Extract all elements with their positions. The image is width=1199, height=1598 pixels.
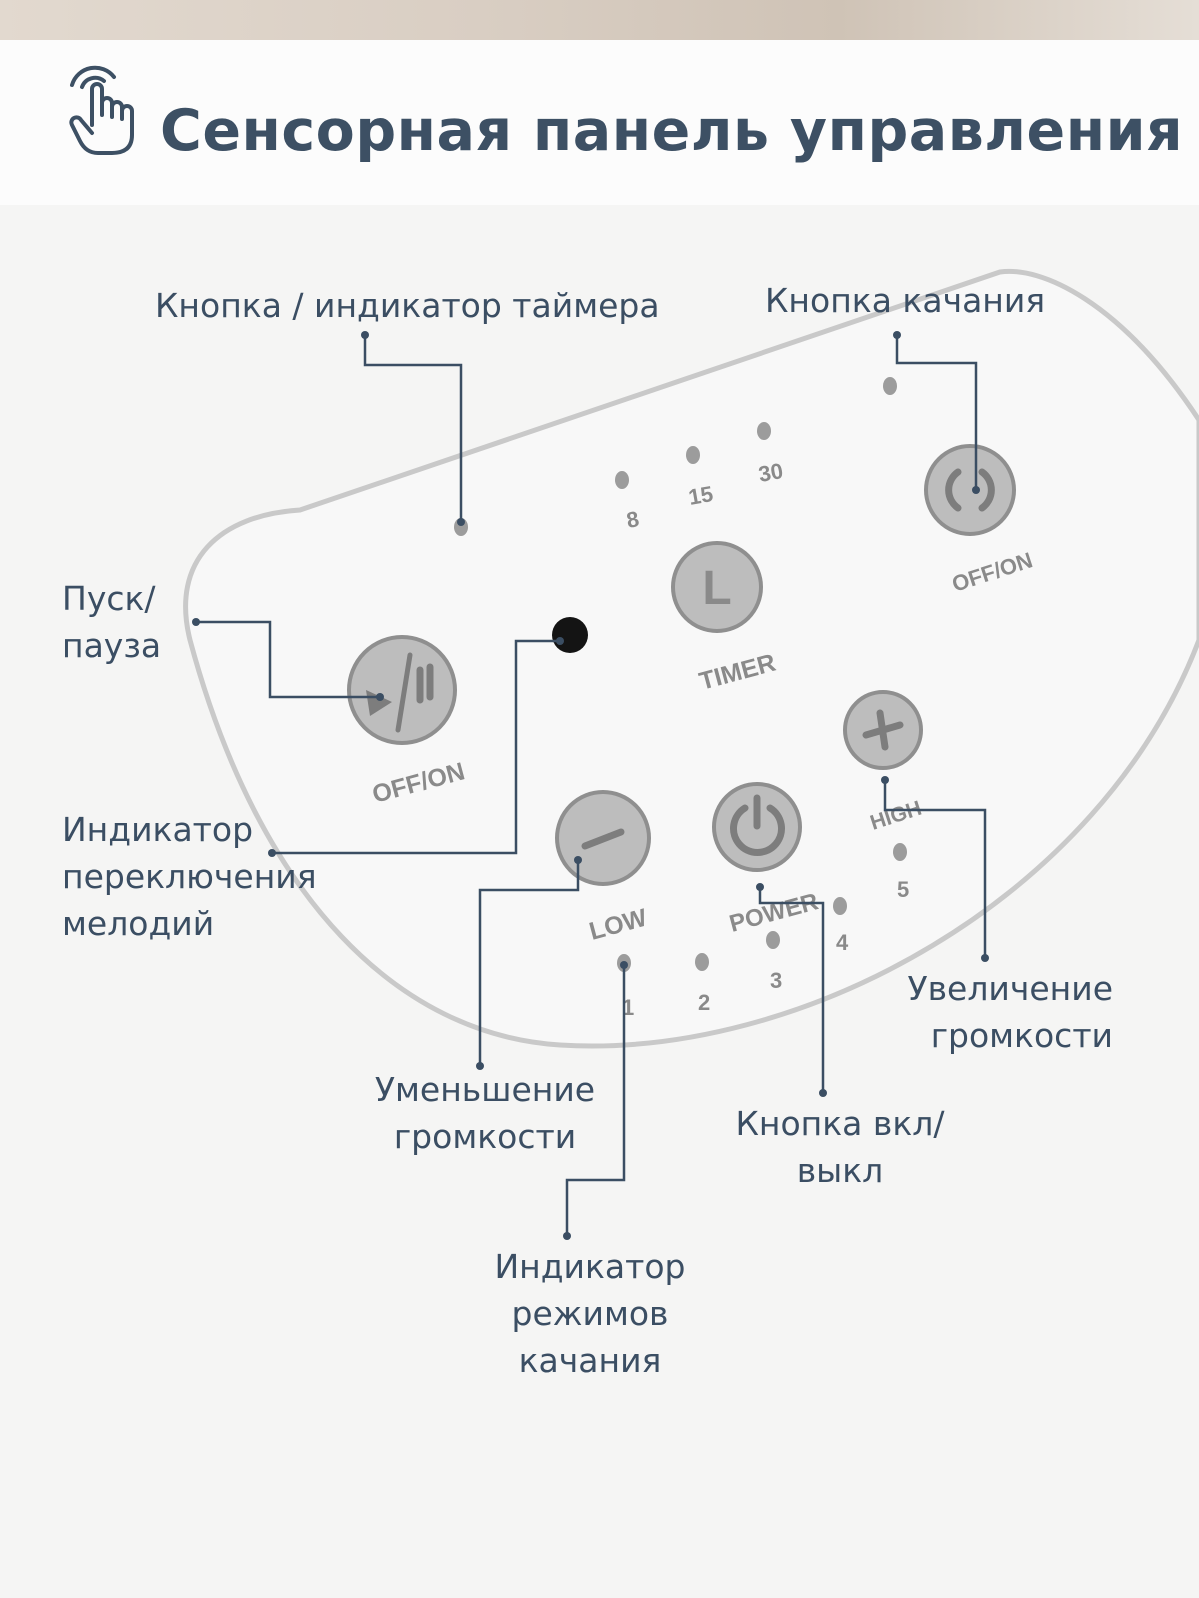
callout-melody: Индикатор переключения мелодий [62,806,317,947]
level-5: 5 [897,877,909,902]
title-banner [0,40,1199,205]
callout-line: Индикатор [62,810,254,849]
callout-swing: Кнопка качания [765,281,1046,320]
callout-timer: Кнопка / индикатор таймера [155,286,660,325]
callout-line: пауза [62,626,162,665]
callout-line: Кнопка вкл/ [735,1104,945,1143]
callout-line: Индикатор [494,1247,686,1286]
callout-swing-modes: Индикатор режимов качания [450,1243,730,1384]
control-panel-illustration: L 8 15 30 TIMER OFF/ON OFF/ON LOW POWER … [0,205,1199,1598]
power-icon [730,794,785,856]
callout-line: качания [518,1341,662,1380]
timer-value-8: 8 [625,506,641,533]
callout-line: Увеличение [907,969,1113,1008]
plus-icon [862,709,904,751]
callout-line: громкости [393,1117,577,1156]
minus-icon [581,828,625,850]
timer-button-letter: L [702,562,731,615]
callout-play-pause: Пуск/ пауза [62,575,161,669]
leader-lines [196,335,987,1236]
timer-value-15: 15 [687,481,715,510]
callout-volume-up: Увеличение громкости [833,965,1113,1059]
touch-hand-icon [69,65,134,155]
callout-volume-down: Уменьшение громкости [345,1066,625,1160]
callout-line: переключения [62,857,317,896]
callout-power: Кнопка вкл/ выкл [700,1100,980,1194]
pause-icon [416,663,434,704]
melody-indicator [552,617,588,653]
leader-dots [192,331,989,1240]
page-title: Сенсорная панель управления [160,98,1184,164]
callout-line: режимов [511,1294,669,1333]
callout-line: мелодий [62,904,215,943]
timer-button [671,541,763,633]
callout-line: Уменьшение [374,1070,596,1109]
level-4: 4 [836,930,849,955]
level-2: 2 [698,990,710,1015]
level-3: 3 [770,968,782,993]
callout-line: выкл [796,1151,884,1190]
callout-line: Пуск/ [62,579,156,618]
fabric-background [0,0,1199,40]
swing-icon [945,468,995,512]
swing-button [924,444,1016,536]
swing-indicator [883,377,897,395]
callout-line: громкости [930,1016,1113,1055]
timer-value-30: 30 [757,458,785,487]
